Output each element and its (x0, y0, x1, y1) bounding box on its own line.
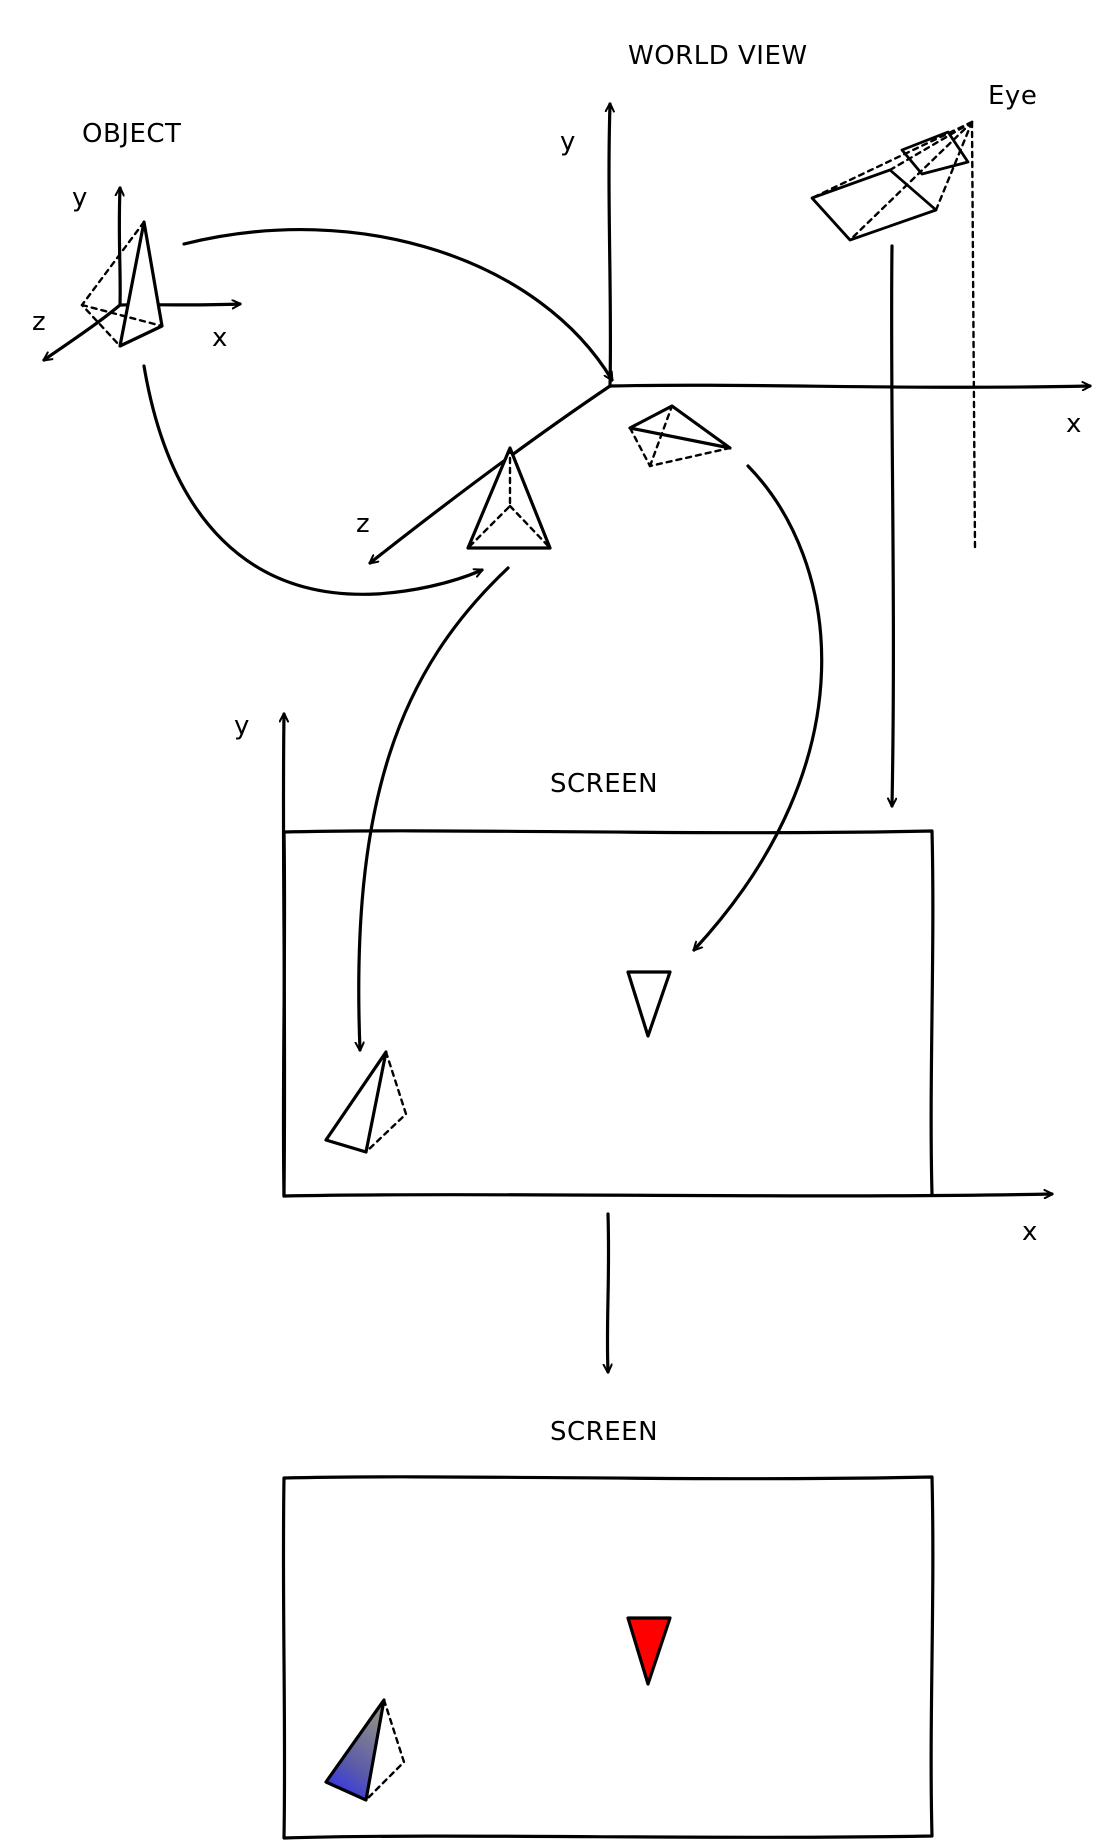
object-to-worldz-arrow (142, 364, 482, 596)
world-view-title: WORLD VIEW (628, 41, 808, 71)
world-triangle-b (466, 446, 552, 550)
world-view: WORLD VIEW y x z Eye (356, 41, 1090, 806)
screen-2-shaded-tetrahedron (324, 1698, 406, 1802)
world-x-axis (608, 385, 1090, 387)
object-x-label: x (212, 323, 228, 353)
world-x-label: x (1066, 409, 1082, 439)
object-z-label: z (32, 307, 46, 337)
raster-arrow (607, 1212, 608, 1372)
eye-label: Eye (988, 81, 1037, 111)
world-to-screen-arrow-b (692, 464, 824, 950)
screen-2-red-triangle (626, 1616, 672, 1686)
eye-to-screen-arrow (892, 244, 894, 806)
screen-2-frame (281, 1475, 935, 1840)
object-tetrahedron (80, 220, 164, 348)
object-space: OBJECT y x z (32, 119, 240, 362)
object-z-axis (44, 303, 122, 362)
screen-1-tetrahedron (324, 1050, 408, 1154)
object-y-label: y (72, 183, 88, 213)
screen-1-title: SCREEN (550, 769, 658, 799)
object-y-axis (119, 188, 120, 307)
world-y-label: y (560, 127, 576, 157)
screen-wireframe: SCREEN y x (234, 711, 1052, 1247)
world-y-axis (609, 104, 610, 388)
world-z-label: z (356, 509, 370, 539)
world-triangle-a (628, 404, 732, 468)
screen-1-triangle (626, 970, 672, 1038)
world-z-axis (370, 384, 612, 565)
eye-camera-icon (810, 120, 977, 550)
object-title: OBJECT (82, 119, 181, 149)
screen-rendered: SCREEN (281, 1417, 935, 1840)
screen-y-label: y (234, 711, 250, 741)
screen-x-label: x (1022, 1217, 1038, 1247)
object-to-world-arrow (182, 227, 614, 380)
screen-2-title: SCREEN (550, 1417, 658, 1447)
screen-1-frame (281, 829, 935, 1198)
screen-x-axis (282, 1194, 1052, 1196)
world-to-screen-arrow-a (359, 566, 510, 1050)
